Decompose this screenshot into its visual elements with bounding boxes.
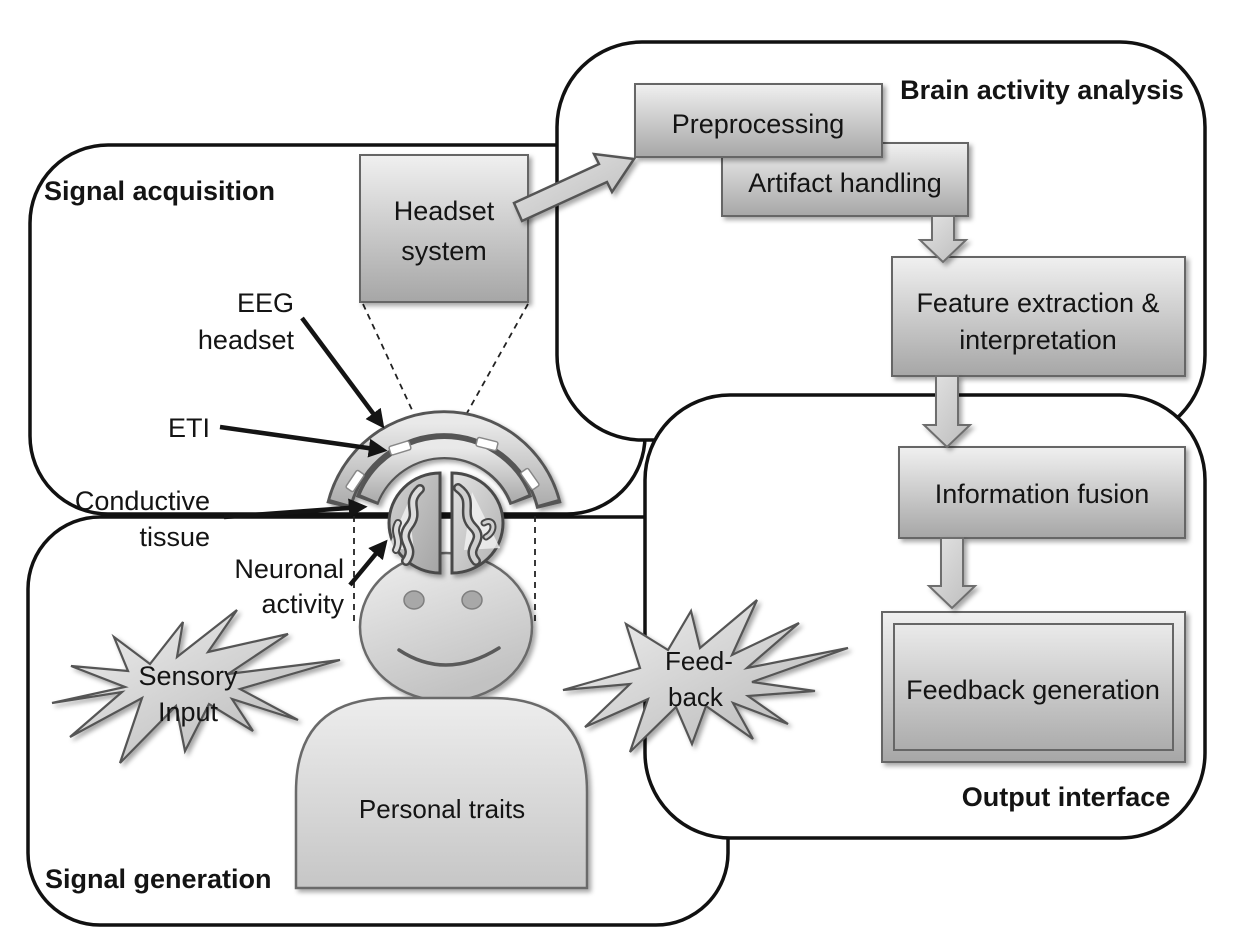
preprocessing-box: Preprocessing [634, 83, 883, 158]
eti-pointer-arrow [219, 424, 388, 458]
preprocessing-label: Preprocessing [672, 109, 845, 139]
sensory-input-starburst: Sensory Input [51, 609, 341, 764]
brain-gyri-left-fill [402, 486, 423, 564]
person-figure [294, 551, 589, 890]
annotation-arrows [219, 316, 388, 587]
sensory-input-label-line2: Input [158, 697, 219, 727]
feedback-label-line2: back [668, 682, 724, 712]
person-eye-right [461, 590, 483, 610]
person-smile [397, 646, 501, 667]
feedback-generation-label: Feedback generation [906, 675, 1160, 705]
feedback-starburst: Feed- back [562, 599, 849, 753]
eti-electrodes [345, 436, 540, 493]
conductive-tissue-label-line2: tissue [139, 522, 210, 552]
eeg-headset-label-line2: headset [198, 325, 295, 355]
dashed-line-headset-left [362, 303, 414, 413]
feature-extraction-rect [891, 256, 1186, 377]
conductive-tissue-label-line1: Conductive [75, 486, 210, 516]
projection-lines [353, 303, 536, 622]
feedback-generation-rect-outer [881, 611, 1186, 763]
output-interface-label: Output interface [962, 782, 1171, 812]
electrode-icon [388, 440, 412, 456]
flow-arrows [512, 152, 978, 610]
sensory-input-label-line1: Sensory [138, 661, 238, 691]
signal-acquisition-label: Signal acquisition [44, 176, 275, 206]
person-body [294, 696, 589, 890]
feature-extraction-box: Feature extraction & interpretation [891, 256, 1186, 377]
feature-extraction-label-line2: interpretation [959, 325, 1117, 355]
arrow-down-artifact-to-feature-icon [917, 215, 969, 264]
artifact-handling-label: Artifact handling [748, 168, 942, 198]
preprocessing-rect [634, 83, 883, 158]
neuronal-activity-label-line2: activity [261, 589, 344, 619]
electrode-icon [520, 467, 540, 491]
brain-activity-analysis-label: Brain activity analysis [900, 75, 1184, 105]
feedback-label-line1: Feed- [665, 646, 733, 676]
eeg-headset-arcs [326, 410, 562, 510]
person-head [358, 551, 534, 703]
headset-system-label-line1: Headset [394, 196, 495, 226]
information-fusion-rect [898, 446, 1186, 539]
headset-system-rect [359, 154, 529, 303]
signal-generation-label: Signal generation [45, 864, 272, 894]
feedback-star-shape [562, 599, 849, 753]
headset-system-label-line2: system [401, 236, 487, 266]
personal-traits-label: Personal traits [359, 794, 525, 824]
feedback-generation-rect-inner [893, 623, 1174, 751]
brain-gyri-right-hook-fill [482, 520, 495, 539]
headset-system-box: Headset system [359, 154, 529, 303]
arrow-down-feature-to-fusion-icon [921, 375, 973, 449]
electrode-icon [475, 436, 499, 452]
feedback-generation-box: Feedback generation [881, 611, 1186, 763]
headset-arc-inner [360, 439, 529, 502]
feature-extraction-label-line1: Feature extraction & [916, 288, 1159, 318]
dashed-line-headset-right [466, 303, 529, 414]
brain-icon [387, 471, 505, 575]
arrow-headset-to-preprocessing-icon [512, 152, 637, 223]
eeg-headset-label-line1: EEG [237, 288, 294, 318]
neuronal-activity-pointer-arrow [348, 539, 388, 587]
information-fusion-label: Information fusion [935, 479, 1150, 509]
brain-gyri-right-fill [455, 485, 481, 564]
brain-gyri-left-small-fill [394, 521, 400, 552]
eti-label: ETI [168, 413, 210, 443]
headset-arc-outer [330, 413, 558, 505]
sensory-input-star-shape [51, 609, 341, 764]
information-fusion-box: Information fusion [898, 446, 1186, 539]
person-eye-left [403, 590, 425, 610]
electrode-icon [345, 469, 365, 493]
arrow-down-fusion-to-feedback-icon [926, 537, 978, 610]
eeg-headset-pointer-arrow [300, 316, 385, 429]
neuronal-activity-label-line1: Neuronal [234, 554, 344, 584]
conductive-tissue-pointer-arrow [223, 498, 368, 520]
